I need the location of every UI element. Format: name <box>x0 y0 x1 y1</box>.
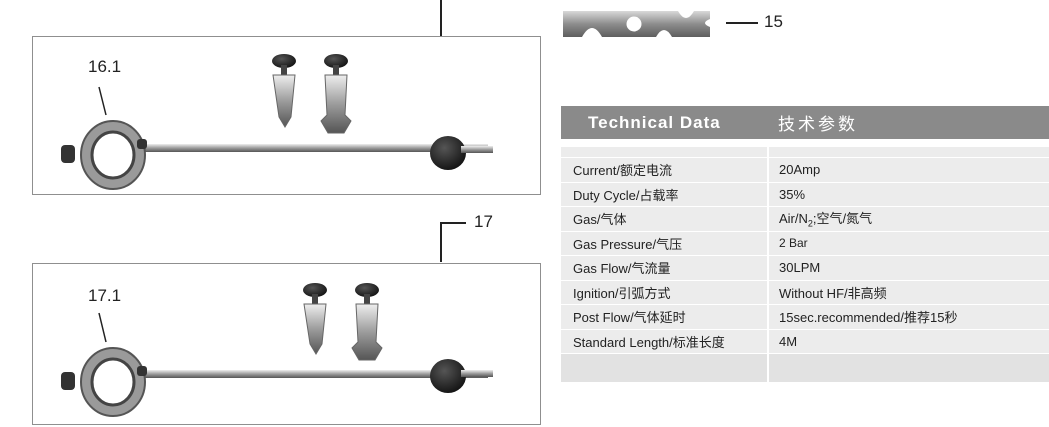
spec-value: Air/N2;空气/氮气 <box>768 206 1049 232</box>
torch-neck-assembly-image <box>61 283 493 417</box>
gas-value-subscript: 2 <box>807 219 813 230</box>
table-row: Ignition/引弧方式 Without HF/非高频 <box>561 280 1049 305</box>
spec-value: 2 Bar <box>768 231 1049 256</box>
technical-data-title-en: Technical Data <box>588 112 721 132</box>
torch-neck-assembly-image <box>61 54 493 190</box>
table-spacer-row <box>561 147 1049 158</box>
spec-value: 35% <box>768 182 1049 207</box>
spec-label: Standard Length/标准长度 <box>561 329 769 354</box>
table-row: Gas Pressure/气压 2 Bar <box>561 231 1049 256</box>
spec-value: 20Amp <box>768 157 1049 183</box>
table-row: Post Flow/气体延时 15sec.recommended/推荐15秒 <box>561 304 1049 330</box>
spec-label: Current/额定电流 <box>561 157 769 183</box>
product-box-16: 16.1 <box>32 36 541 195</box>
spec-label: Gas Pressure/气压 <box>561 231 769 256</box>
gas-value-prefix: Air/N <box>779 211 808 227</box>
spanner-wrench-icon <box>563 11 710 37</box>
table-row: Gas Flow/气流量 30LPM <box>561 255 1049 281</box>
callout-15: 15 <box>764 12 783 31</box>
table-row: Current/额定电流 20Amp <box>561 157 1049 183</box>
spec-value: 15sec.recommended/推荐15秒 <box>768 304 1049 330</box>
gas-value-suffix: ;空气/氮气 <box>812 211 873 227</box>
table-row: Gas/气体 Air/N2;空气/氮气 <box>561 206 1049 232</box>
spec-value: Without HF/非高频 <box>768 280 1049 305</box>
spec-label: Duty Cycle/占载率 <box>561 182 769 207</box>
table-row: Duty Cycle/占载率 35% <box>561 182 1049 207</box>
technical-data-header: Technical Data 技术参数 <box>561 106 1049 139</box>
table-footer-row <box>561 353 1049 383</box>
callout-17-1: 17.1 <box>88 286 122 305</box>
leader-line-17-horizontal <box>440 222 466 224</box>
spec-label: Gas/气体 <box>561 206 769 232</box>
callout-16-1: 16.1 <box>88 57 122 76</box>
technical-data-table: Current/额定电流 20Amp Duty Cycle/占载率 35% Ga… <box>561 147 1049 383</box>
table-row: Standard Length/标准长度 4M <box>561 329 1049 354</box>
spec-label: Ignition/引弧方式 <box>561 280 769 305</box>
leader-line-17-vertical <box>440 222 442 262</box>
leader-line-15 <box>726 22 758 24</box>
spec-label: Post Flow/气体延时 <box>561 304 769 330</box>
product-box-17: 17.1 <box>32 263 541 425</box>
spec-value: 30LPM <box>768 255 1049 281</box>
leader-line-top <box>440 0 442 36</box>
spec-value: 4M <box>768 329 1049 354</box>
spec-label: Gas Flow/气流量 <box>561 255 769 281</box>
callout-17: 17 <box>474 212 493 231</box>
technical-data-title-cn: 技术参数 <box>778 115 858 134</box>
